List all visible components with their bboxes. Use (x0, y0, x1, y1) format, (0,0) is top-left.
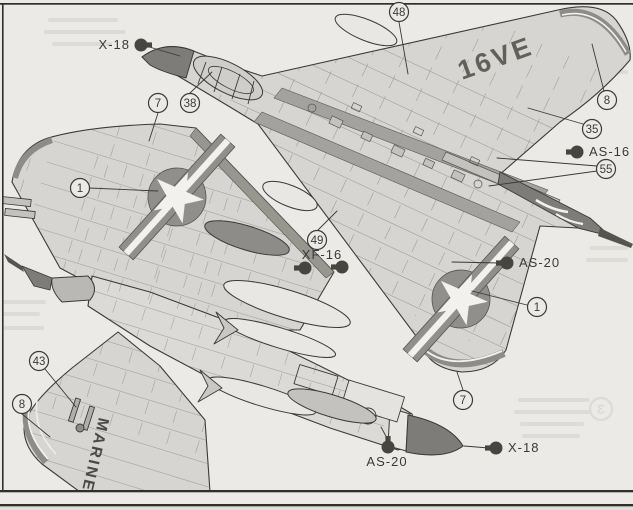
svg-text:48: 48 (393, 7, 406, 19)
right-wingtip-band-bottom (12, 137, 54, 179)
ghost-digit: 3 (597, 401, 605, 417)
svg-text:8: 8 (604, 95, 610, 107)
svg-text:55: 55 (600, 164, 613, 176)
access-hatches (307, 102, 483, 189)
paint-callout-x18-top: X-18 (99, 37, 152, 52)
centerline-tank (223, 280, 351, 328)
svg-text:7: 7 (155, 98, 161, 110)
part-number-callouts: 7 38 1 43 8 48 8 35 55 1 7 49 (11, 1, 618, 415)
slat-tabs (3, 196, 36, 219)
svg-text:38: 38 (184, 98, 197, 110)
bottom-view-tail (4, 254, 95, 303)
paint-code-x18-top: X-18 (99, 37, 130, 52)
wing-drop-tank-dark (204, 220, 290, 256)
tail-section (497, 171, 633, 248)
landing-gear (67, 397, 96, 433)
paint-code-as16: AS-16 (589, 144, 630, 159)
part-callout-49: 49 (306, 229, 328, 251)
aircraft-top-view: 16VE (141, 6, 633, 376)
paint-code-xf16: XF-16 (302, 247, 342, 262)
bleedthrough-ghosts: 3 (2, 18, 628, 438)
paint-callout-as20-lower: AS-20 (366, 436, 407, 469)
part-callout-35: 35 (581, 118, 603, 140)
paint-code-as20-upper: AS-20 (519, 255, 560, 270)
bottom-view-nose-radome (405, 414, 464, 456)
part-callout-43: 43 (28, 350, 50, 372)
svg-text:1: 1 (534, 302, 540, 314)
left-drop-tank (262, 180, 318, 212)
top-view-nose-radome (141, 46, 195, 79)
part-callout-38: 38 (179, 92, 201, 114)
paint-code-as20-lower: AS-20 (366, 454, 407, 469)
paint-callout-as20-upper: AS-20 (496, 255, 560, 270)
svg-text:43: 43 (33, 356, 46, 368)
part-callout-48: 48 (388, 1, 410, 23)
svg-text:1: 1 (77, 183, 83, 195)
callouts: X-18 AS-16 AS-20 XF-16 AS-20 X-18 7 38 1 (11, 1, 630, 469)
bomb-1 (213, 311, 337, 358)
left-wingtip-stripe-bottom (27, 408, 49, 460)
part-callout-7-lower: 7 (452, 389, 474, 411)
part-callout-8-left: 8 (11, 393, 33, 415)
paint-code-x18-bottom: X-18 (508, 440, 539, 455)
right-wingtip-stripe (561, 12, 627, 53)
paint-callout-as16: AS-16 (566, 144, 630, 159)
right-drop-tank (334, 13, 398, 47)
svg-text:7: 7 (460, 395, 466, 407)
bomb-2 (197, 369, 317, 416)
tail-pitot (598, 228, 633, 248)
paint-callout-xf16: XF-16 (294, 247, 349, 275)
part-callout-1-left: 1 (69, 177, 91, 199)
paint-callout-x18-bottom: X-18 (485, 440, 539, 455)
part-callout-7-upper: 7 (147, 92, 169, 114)
left-wingtip-stripe (424, 349, 503, 363)
part-callout-1-right: 1 (526, 296, 548, 318)
svg-text:49: 49 (311, 235, 324, 247)
wing-trailing-edge-band (189, 127, 335, 279)
aircraft-bottom-view: MARINES (3, 120, 464, 491)
panel-frame (0, 3, 633, 510)
part-callout-55: 55 (595, 158, 617, 180)
svg-text:35: 35 (586, 124, 599, 136)
aft-tank (287, 388, 377, 424)
part-callout-8-right: 8 (596, 89, 618, 111)
external-stores (197, 220, 377, 424)
canopy (192, 55, 264, 105)
leader-lines (21, 21, 605, 449)
svg-text:8: 8 (19, 399, 25, 411)
